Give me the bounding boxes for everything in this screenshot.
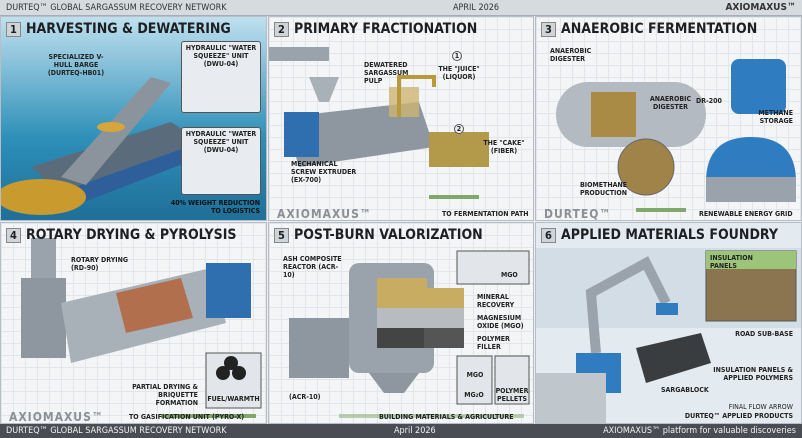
tank-label: ANAEROBIC DIGESTER [649,95,692,112]
pellets-label: POLYMER PELLETS [495,387,529,404]
extruder-illustration [269,47,489,199]
partial-drying-label: PARTIAL DRYING & BRIQUETTE FORMATION [132,383,198,408]
header-brand: AXIOMAXUS™ [725,2,796,13]
model-label: DR-200 [696,97,722,105]
digester-illustration [556,59,796,212]
step-number: 4 [6,227,21,243]
footer-right: AXIOMAXUS™ platform for valuable discove… [603,426,796,436]
jar-top-label: MgO [501,271,518,279]
footer-bar: DURTEQ™ GLOBAL SARGASSUM RECOVERY NETWOR… [0,424,802,438]
panel-fractionation: 2 PRIMARY FRACTIONATION DEWATERED SARGASS… [268,16,534,221]
barge-label: SPECIALIZED V-HULL BARGE (DURTEQ-HB01) [47,53,105,78]
panel-title: 5 POST-BURN VALORIZATION [274,227,483,243]
title-text: POST-BURN VALORIZATION [294,227,483,243]
mg2o-label: Mg₂O [464,391,484,399]
jar-label: MgO [466,371,484,379]
title-text: ANAEROBIC FERMENTATION [561,21,758,37]
panel-title: 4 ROTARY DRYING & PYROLYSIS [6,227,236,243]
footer-date: April 2026 [393,426,436,436]
footer-left: DURTEQ™ GLOBAL SARGASSUM RECOVERY NETWOR… [6,426,227,436]
step-number: 3 [541,21,556,37]
panel-foundry: 6 APPLIED MATERIALS FOUNDRY INSULATION PA… [535,222,802,424]
applied-polymers-label: INSULATION PANELS & APPLIED POLYMERS [713,366,793,383]
final-flow-label: FINAL FLOW ARROW [728,403,793,411]
output-label: BUILDING MATERIALS & AGRICULTURE [379,413,514,421]
reactor-label: ASH COMPOSITE REACTOR (ACR-10) [283,255,342,280]
reactor-model-label: (ACR-10) [289,393,321,401]
panel-title: 2 PRIMARY FRACTIONATION [274,21,477,37]
output-label: TO GASIFICATION UNIT (PYRO-X) [129,413,245,421]
step-number: 6 [541,227,556,243]
step-number: 1 [6,21,21,37]
digester-label: ANAEROBIC DIGESTER [550,47,592,64]
mgo-label: MAGNESIUM OXIDE (MgO) [477,314,524,331]
step-2-marker: 2 [454,124,464,135]
header-left: DURTEQ™ GLOBAL SARGASSUM RECOVERY NETWOR… [6,2,227,13]
dryer-label: ROTARY DRYING (RD-90) [71,256,129,273]
title-text: PRIMARY FRACTIONATION [294,21,478,37]
step-number: 5 [274,227,289,243]
title-text: HARVESTING & DEWATERING [26,21,231,37]
durteq-logo: DURTEQ™ [544,207,612,221]
robot-arm-illustration [536,248,801,423]
header-date: APRIL 2026 [452,2,500,13]
insulation-panels-label: INSULATION PANELS [710,254,753,271]
fuel-label: FUEL/WARMTH [207,395,260,403]
panel-valorization: 5 POST-BURN VALORIZATION ASH COMPOSITE RE… [268,222,534,424]
axiomaxus-logo: AXIOMAXUS™ [277,207,372,221]
panel-title: 1 HARVESTING & DEWATERING [6,21,231,37]
panel-title: 3 ANAEROBIC FERMENTATION [541,21,757,37]
squeeze-unit-label-1: HYDRAULIC "WATER SQUEEZE" UNIT (DWU-04) [185,44,257,69]
road-subbase-label: ROAD SUB-BASE [735,330,793,338]
output-label: RENEWABLE ENERGY GRID [699,210,793,218]
squeeze-unit-box-2 [181,127,261,195]
output-label: 40% WEIGHT REDUCTION TO LOGISTICS [170,199,260,216]
extruder-label: MECHANICAL SCREW EXTRUDER (EX-700) [291,160,357,185]
panel-fermentation: 3 ANAEROBIC FERMENTATION ANAEROBIC DIGEST… [535,16,802,221]
panel-drying: 4 ROTARY DRYING & PYROLYSIS ROTARY DRYING… [0,222,267,424]
pulp-label: DEWATERED SARGASSUM PULP [364,61,409,86]
storage-label: METHANE STORAGE [758,109,793,126]
cake-label: THE "CAKE" (FIBER) [483,139,525,156]
reactor-illustration [289,250,530,418]
squeeze-unit-box-1 [181,41,261,113]
applied-products-label: DURTEQ™ APPLIED PRODUCTS [684,412,793,420]
barge-illustration [1,77,201,215]
panel-harvesting: 1 HARVESTING & DEWATERING SPECIALIZED V-H… [0,16,267,221]
squeeze-unit-label-2: HYDRAULIC "WATER SQUEEZE" UNIT (DWU-04) [185,130,257,155]
panel-title: 6 APPLIED MATERIALS FOUNDRY [541,227,778,243]
polymer-filler-label: POLYMER FILLER [477,335,510,352]
biomethane-label: BIOMETHANE PRODUCTION [579,181,628,198]
header-bar: DURTEQ™ GLOBAL SARGASSUM RECOVERY NETWOR… [0,0,802,16]
sargablock-label: SARGABLOCK [661,386,709,394]
step-number: 2 [274,21,289,37]
title-text: APPLIED MATERIALS FOUNDRY [561,227,778,243]
axiomaxus-logo: AXIOMAXUS™ [9,410,104,424]
dryer-illustration [21,238,262,418]
output-label: TO FERMENTATION PATH [442,210,529,218]
juice-label: THE "JUICE" (LIQUOR) [438,65,480,82]
mineral-label: MINERAL RECOVERY [477,293,515,310]
step-1-marker: 1 [452,51,462,62]
title-text: ROTARY DRYING & PYROLYSIS [26,227,237,243]
